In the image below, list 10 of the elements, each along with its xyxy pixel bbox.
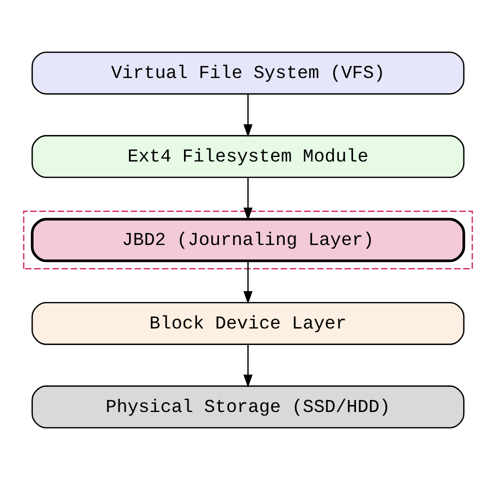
arrow [243, 260, 253, 304]
arrow [243, 176, 253, 220]
arrow [243, 93, 253, 137]
cluster [23, 210, 473, 269]
node-box: JBD2 (Journaling Layer) [30, 217, 466, 262]
node-box: Physical Storage (SSD/HDD) [32, 384, 464, 428]
node-box: Virtual File System (VFS) [32, 51, 464, 94]
node-box: Block Device Layer [32, 301, 464, 344]
node-box: Ext4 Filesystem Module [32, 134, 464, 178]
arrow [243, 344, 253, 388]
